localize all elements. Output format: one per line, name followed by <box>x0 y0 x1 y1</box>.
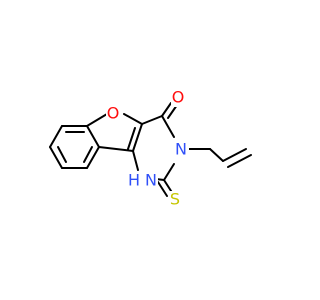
bond-c2-c3 <box>86 125 100 148</box>
atom-label-nitrogen-n3: N <box>175 140 187 159</box>
carbonyl-group <box>161 102 178 119</box>
furan-ring <box>86 113 143 152</box>
benzene-ring <box>49 125 100 169</box>
molecule-structure: O O N N H S <box>49 88 252 209</box>
atom-label-oxygen-ring: O <box>107 104 120 123</box>
bond-n3-c2 <box>163 163 175 181</box>
atom-label-sulfur: S <box>170 190 180 209</box>
bond-benzene-inner-2 <box>83 146 93 163</box>
bond-c4-o-carbonyl <box>161 102 172 117</box>
atom-label-nitrogen-nh: N <box>145 171 157 190</box>
bond-c2-o <box>86 113 108 127</box>
atom-label-hydrogen-nh: H <box>128 171 140 190</box>
bond-n1-c9b <box>132 150 139 171</box>
bond-c4-o-carbonyl-2 <box>167 104 178 119</box>
bond-ch-ch2-double <box>222 148 247 162</box>
bond-c4a-c4 <box>141 115 163 125</box>
bond-c4a-c9b-inner <box>127 127 136 150</box>
bond-c6-c1 <box>49 125 63 148</box>
bond-c3-c4 <box>86 146 100 169</box>
atom-labels: O O N N H S <box>106 88 189 209</box>
atom-label-oxygen-carbonyl: O <box>172 88 185 107</box>
bond-ch-ch2-double-2 <box>227 154 252 168</box>
bond-c5-c6 <box>49 146 63 169</box>
structure-canvas: O O N N H S <box>49 87 252 209</box>
bond-c2-s-2 <box>157 181 168 197</box>
bond-c4-n3 <box>161 115 175 138</box>
bond-ch2-ch <box>209 148 224 162</box>
bond-c9b-c3 <box>98 146 134 152</box>
allyl-group <box>187 148 252 168</box>
bond-benzene-inner-3 <box>57 146 67 163</box>
bond-o-c4a <box>123 113 143 125</box>
bond-c4a-c9b <box>132 123 143 152</box>
